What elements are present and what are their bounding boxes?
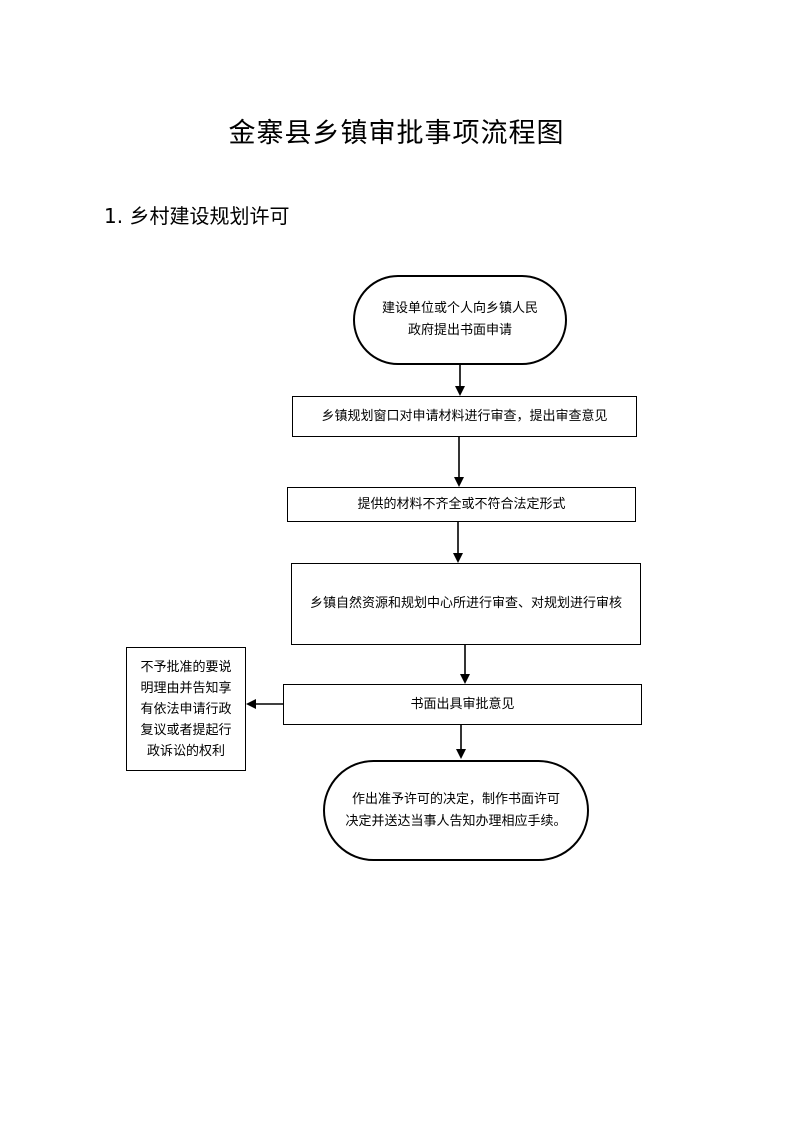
step-approval-decision: 作出准予许可的决定，制作书面许可 决定并送达当事人告知办理相应手续。 <box>323 760 589 861</box>
rejection-notice-line2: 明理由并告知享 <box>140 680 232 696</box>
step-materials-incomplete-text: 提供的材料不齐全或不符合法定形式 <box>357 496 566 512</box>
rejection-notice: 不予批准的要说 明理由并告知享 有依法申请行政 复议或者提起行 政诉讼的权利 <box>126 647 246 771</box>
step-application-line2: 政府提出书面申请 <box>407 323 512 338</box>
rejection-notice-line5: 政诉讼的权利 <box>146 743 225 759</box>
step-window-review-text: 乡镇规划窗口对申请材料进行审查，提出审查意见 <box>321 408 608 424</box>
step-approval-decision-line2: 决定并送达当事人告知办理相应手续。 <box>345 813 567 829</box>
step-window-review: 乡镇规划窗口对申请材料进行审查，提出审查意见 <box>292 396 637 437</box>
step-materials-incomplete: 提供的材料不齐全或不符合法定形式 <box>287 487 636 522</box>
step-application-line1: 建设单位或个人向乡镇人民 <box>381 301 538 316</box>
step-approval-decision-line1: 作出准予许可的决定，制作书面许可 <box>351 791 560 807</box>
step-planning-review: 乡镇自然资源和规划中心所进行审查、对规划进行审核 <box>291 563 641 645</box>
rejection-notice-line3: 有依法申请行政 <box>140 701 232 717</box>
rejection-notice-line1: 不予批准的要说 <box>140 659 232 675</box>
step-written-opinion-text: 书面出具审批意见 <box>410 696 515 712</box>
rejection-notice-line4: 复议或者提起行 <box>140 722 232 738</box>
step-written-opinion: 书面出具审批意见 <box>283 684 642 725</box>
step-application: 建设单位或个人向乡镇人民 政府提出书面申请 <box>353 275 567 365</box>
section-heading: 1. 乡村建设规划许可 <box>104 204 290 228</box>
document-title: 金寨县乡镇审批事项流程图 <box>228 118 565 149</box>
step-planning-review-text: 乡镇自然资源和规划中心所进行审查、对规划进行审核 <box>309 596 622 611</box>
